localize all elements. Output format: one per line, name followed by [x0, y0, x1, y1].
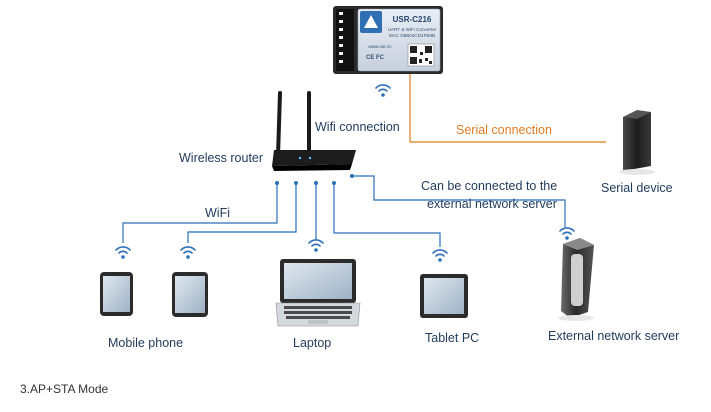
wifi-signal-icon: [308, 239, 324, 252]
mobile-phone-icon: [172, 272, 208, 317]
label-serial-connection: Serial connection: [456, 123, 552, 137]
label-external-line1: Can be connected to the: [421, 179, 557, 193]
ce-fcc-mark-icon: CE FC: [366, 55, 385, 61]
label-external-server: External network server: [548, 329, 679, 343]
wifi-signal-icon: [559, 227, 575, 240]
wireless-router-icon: [272, 91, 356, 171]
module-site: www.usr.cn: [368, 44, 392, 49]
wifi-module: USR-C216 UART & WiFi Converter MAC D8B04…: [333, 6, 443, 74]
mobile-phone-icon: [100, 272, 133, 316]
label-external-line2: external network server: [427, 197, 557, 211]
figure-caption: 3.AP+STA Mode: [20, 382, 109, 396]
router-port-dots: [275, 174, 354, 185]
label-serial-device: Serial device: [601, 181, 673, 195]
label-laptop: Laptop: [293, 336, 331, 350]
wifi-signal-icon: [375, 84, 391, 97]
wifi-signal-icon: [180, 246, 196, 259]
wifi-links: [122, 175, 566, 247]
label-tablet-pc: Tablet PC: [425, 331, 479, 345]
module-mac: MAC D8B04CD4FB8B: [389, 33, 435, 38]
tablet-icon: [420, 274, 468, 318]
module-subtitle: UART & WiFi Converter: [388, 27, 437, 32]
label-mobile-phone: Mobile phone: [108, 336, 183, 350]
wifi-signal-icon: [432, 249, 448, 262]
external-server-icon: [558, 238, 594, 321]
label-wireless-router: Wireless router: [179, 151, 263, 165]
label-wifi-connection: Wifi connection: [315, 120, 400, 134]
label-wifi: WiFi: [205, 206, 230, 220]
serial-link: [409, 74, 606, 143]
serial-device-icon: [619, 110, 655, 175]
wifi-signal-icon: [115, 246, 131, 259]
module-title: USR-C216: [393, 15, 432, 24]
laptop-icon: [275, 259, 361, 327]
